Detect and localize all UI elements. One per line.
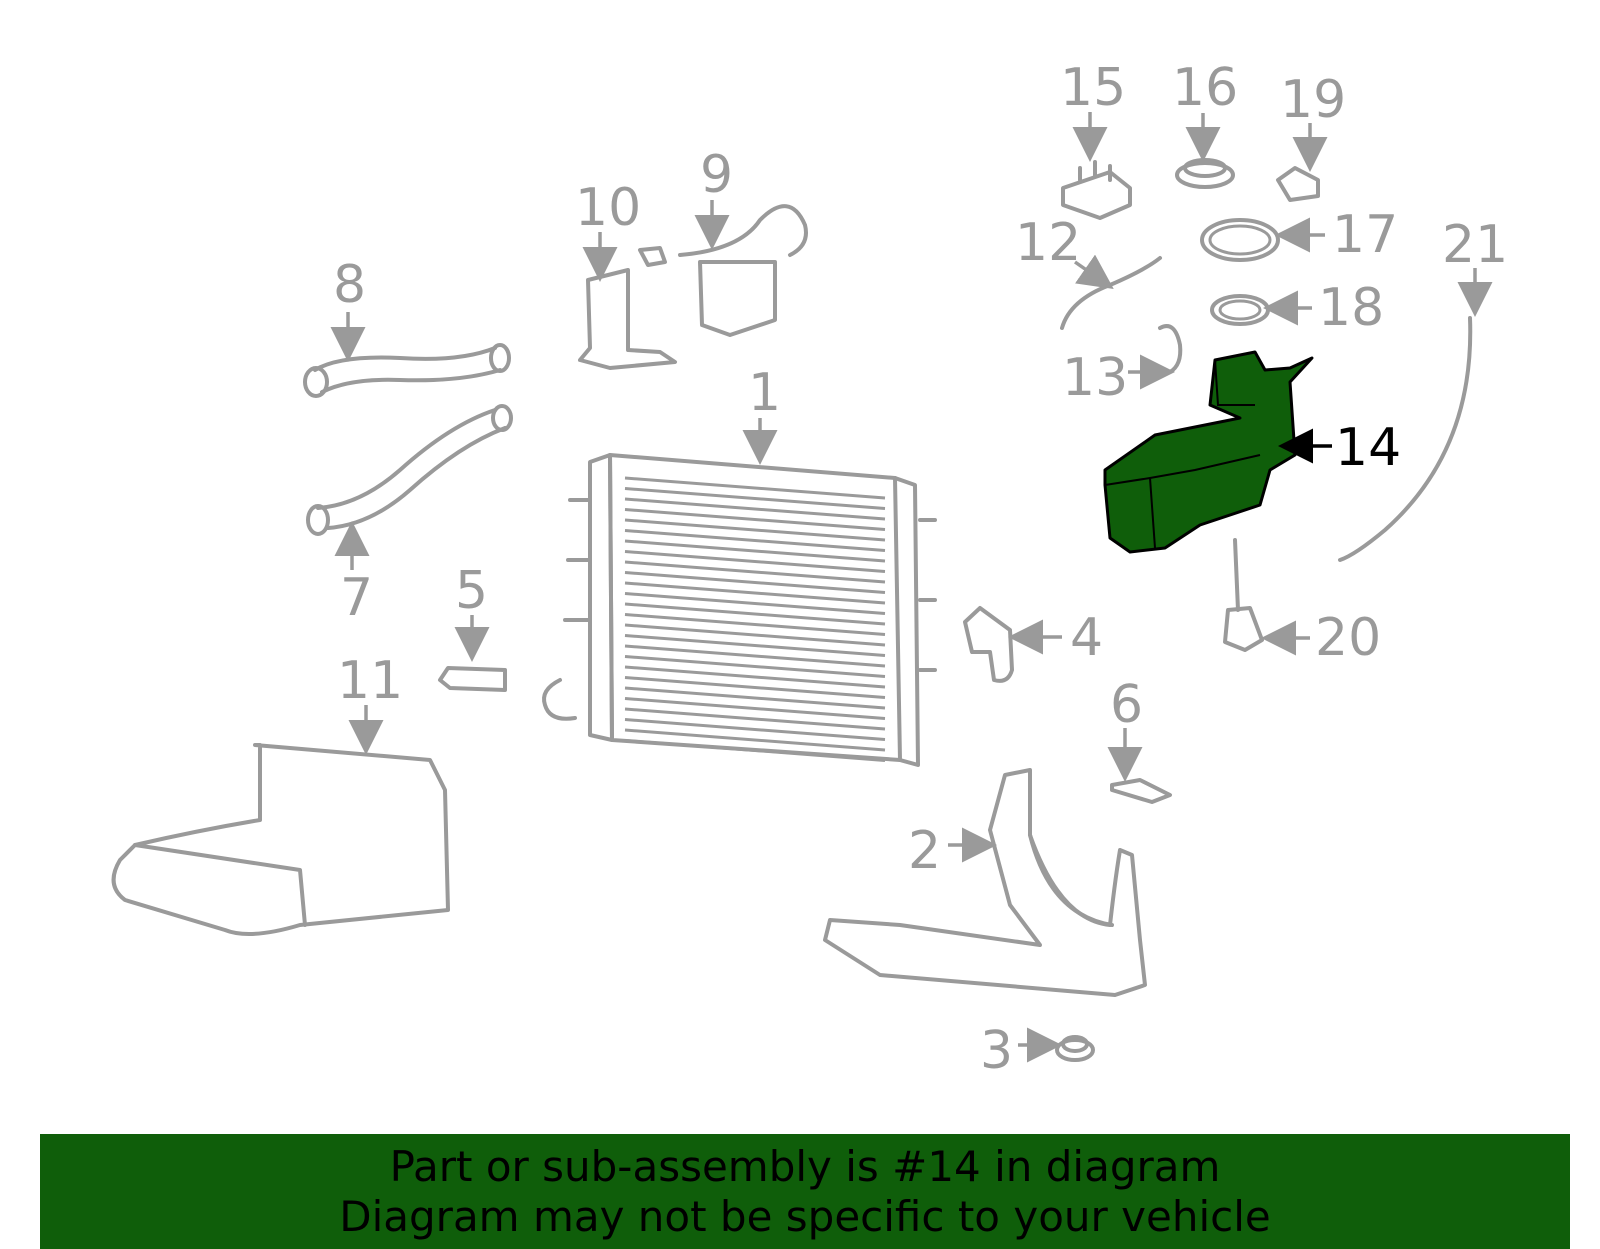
callout-15[interactable]: 15 (1060, 58, 1126, 118)
radiator-fin (624, 550, 886, 573)
radiator-fin (624, 718, 886, 741)
radiator-fin (624, 497, 886, 521)
radiator-fin (624, 697, 886, 720)
info-banner: Part or sub-assembly is #14 in diagram D… (40, 1134, 1570, 1249)
callout-19[interactable]: 19 (1280, 70, 1346, 130)
part-8-hose[interactable] (303, 343, 511, 398)
radiator-fin (624, 739, 886, 762)
radiator-fin (624, 644, 886, 668)
radiator-fin (624, 634, 886, 657)
part-10-bracket[interactable] (578, 268, 677, 370)
radiator-fin (624, 529, 886, 552)
callout-2[interactable]: 2 (908, 821, 941, 881)
radiator-fin (624, 623, 886, 647)
part-7-hose[interactable] (306, 404, 513, 536)
callout-9[interactable]: 9 (700, 145, 733, 205)
part-9-module[interactable] (638, 204, 808, 337)
radiator-fin (624, 655, 886, 678)
radiator-fin (624, 707, 886, 731)
part-13-hose[interactable] (1158, 324, 1183, 374)
callout-arrows (330, 112, 1493, 1063)
part-4-bracket[interactable] (963, 606, 1014, 683)
callout-14[interactable]: 14 (1335, 418, 1401, 478)
part-11-duct[interactable] (111, 743, 450, 936)
banner-line-2: Diagram may not be specific to your vehi… (339, 1192, 1271, 1241)
callout-12[interactable]: 12 (1015, 213, 1081, 273)
callout-5[interactable]: 5 (455, 561, 488, 621)
radiator-fin (624, 676, 886, 699)
radiator-fin (624, 602, 886, 626)
part-16-cap[interactable] (1175, 158, 1235, 189)
callout-13[interactable]: 13 (1062, 348, 1128, 408)
part-20-sensor[interactable] (1223, 538, 1264, 652)
part-14-coolant-reservoir[interactable] (1103, 350, 1314, 554)
callout-21[interactable]: 21 (1442, 215, 1508, 275)
part-5-clip[interactable] (438, 666, 507, 692)
radiator-fin (624, 476, 886, 500)
part-21-hose[interactable] (1338, 316, 1473, 562)
callout-labels: 1 2 3 4 5 6 7 8 9 10 11 12 13 14 15 16 1… (333, 58, 1508, 1081)
callout-1[interactable]: 1 (748, 363, 781, 423)
parts-diagram: 1 2 3 4 5 6 7 8 9 10 11 12 13 14 15 16 1… (111, 58, 1508, 1081)
part-6-plate[interactable] (1110, 778, 1172, 804)
radiator-fin (624, 560, 886, 584)
radiator-fin (624, 613, 886, 636)
callout-4[interactable]: 4 (1070, 608, 1103, 668)
radiator-fin (624, 539, 886, 563)
radiator-fin (624, 686, 886, 710)
callout-7[interactable]: 7 (340, 568, 373, 628)
radiator-fin (624, 487, 886, 510)
radiator-fin (624, 581, 886, 605)
callout-11[interactable]: 11 (337, 651, 403, 711)
callout-3[interactable]: 3 (980, 1021, 1013, 1081)
part-18-seal[interactable] (1210, 294, 1270, 326)
callout-8[interactable]: 8 (333, 255, 366, 315)
part-19-fitting[interactable] (1276, 166, 1320, 202)
callout-18[interactable]: 18 (1318, 278, 1384, 338)
banner-line-1: Part or sub-assembly is #14 in diagram (389, 1142, 1221, 1191)
part-2-bracket[interactable] (823, 768, 1147, 997)
radiator-fin (624, 665, 886, 689)
radiator-fin (624, 508, 886, 531)
callout-16[interactable]: 16 (1172, 58, 1238, 118)
radiator-fin (624, 518, 886, 542)
callout-10[interactable]: 10 (575, 178, 641, 238)
part-15-connector[interactable] (1061, 160, 1132, 220)
part-17-ring[interactable] (1200, 218, 1280, 262)
part-3-grommet[interactable] (1055, 1035, 1095, 1062)
callout-17[interactable]: 17 (1332, 205, 1398, 265)
radiator-fin (624, 571, 886, 594)
radiator-fin (624, 592, 886, 615)
callout-20[interactable]: 20 (1315, 608, 1381, 668)
callout-6[interactable]: 6 (1110, 675, 1143, 735)
arrow-12 (1073, 254, 1114, 290)
radiator-fin (624, 728, 886, 752)
part-1-radiator[interactable] (542, 453, 937, 767)
